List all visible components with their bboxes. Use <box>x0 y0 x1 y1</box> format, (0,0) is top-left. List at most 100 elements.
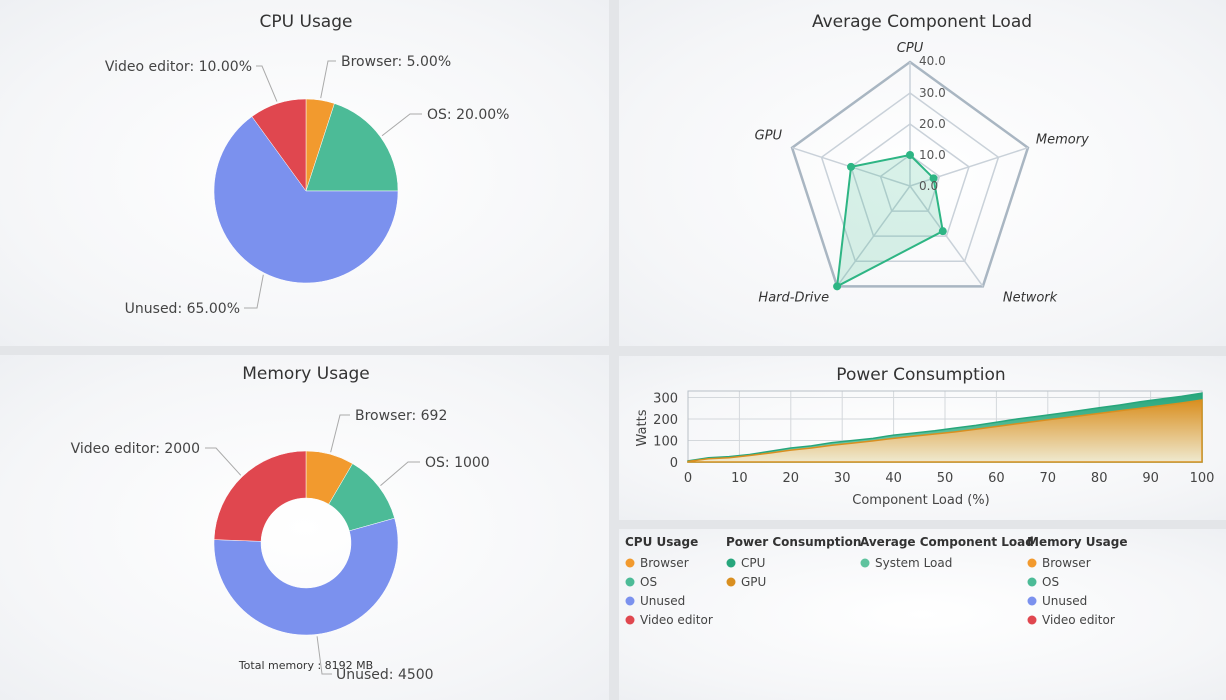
power-consumption-chart: Power Consumption 0 10 20 30 40 50 60 70 80 90 100… <box>635 365 1215 508</box>
legend-marker-memory-usage-browser[interactable] <box>1027 558 1037 568</box>
radar-axis-label-network: Network <box>1003 290 1058 305</box>
radar-ring-20 <box>850 123 970 237</box>
cpu-connector-video-editor <box>256 65 278 102</box>
power-x-tick: 20 <box>783 471 800 486</box>
power-x-tick: 30 <box>834 471 851 486</box>
power-y-tick: 100 <box>653 434 678 449</box>
legend-item-memory-usage-unused[interactable]: Unused <box>1042 594 1087 608</box>
radar-point-gpu[interactable] <box>847 162 856 171</box>
radar-series-system-load[interactable] <box>835 153 944 289</box>
cpu-label-browser: Browser: 5.00% <box>341 54 451 70</box>
power-y-tick: 200 <box>653 413 678 428</box>
legend-group-title-cpu-usage: CPU Usage <box>625 535 698 549</box>
radar-point-network[interactable] <box>938 227 947 236</box>
legend-item-power-consumption-gpu[interactable]: GPU <box>741 575 766 589</box>
cpu-slice-video-editor[interactable] <box>251 98 307 192</box>
mem-connector-browser <box>330 414 350 453</box>
power-x-axis-label: Component Load (%) <box>852 493 989 508</box>
power-x-tick: 60 <box>988 471 1005 486</box>
radar-axis-label-hard-drive: Hard-Drive <box>758 290 829 305</box>
avg-component-load-title: Average Component Load <box>812 12 1032 32</box>
legend-marker-memory-usage-unused[interactable] <box>1027 596 1037 606</box>
power-x-tick: 40 <box>885 471 902 486</box>
radar-axis-label-memory: Memory <box>1036 133 1089 148</box>
legend-item-memory-usage-os[interactable]: OS <box>1042 575 1059 589</box>
cpu-slice-os[interactable] <box>305 103 399 192</box>
mem-label-video-editor: Video editor: 2000 <box>71 441 200 457</box>
legend-marker-cpu-usage-os[interactable] <box>625 577 635 587</box>
power-y-tick: 0 <box>670 456 678 471</box>
radar-tick-label: 30.0 <box>919 86 946 100</box>
cpu-slice-unused[interactable] <box>213 116 399 284</box>
cpu-label-unused: Unused: 65.00% <box>125 301 240 317</box>
radar-axis-label-cpu: CPU <box>897 41 924 56</box>
power-x-tick: 70 <box>1040 471 1057 486</box>
legend-marker-memory-usage-os[interactable] <box>1027 577 1037 587</box>
radar-point-memory[interactable] <box>929 174 938 183</box>
power-x-tick: 0 <box>684 471 692 486</box>
mem-label-browser: Browser: 692 <box>355 408 447 424</box>
power-x-tick: 10 <box>731 471 748 486</box>
legend-marker-power-consumption-cpu[interactable] <box>726 558 736 568</box>
memory-usage-title: Memory Usage <box>242 364 370 384</box>
legend-item-cpu-usage-os[interactable]: OS <box>640 575 657 589</box>
cpu-connector-os <box>381 113 422 137</box>
total-memory-label: Total memory : 8192 MB <box>238 659 373 672</box>
legend-marker-cpu-usage-unused[interactable] <box>625 596 635 606</box>
mem-label-os: OS: 1000 <box>425 455 490 471</box>
mem-connector-os <box>380 461 420 487</box>
power-area-gpu[interactable] <box>687 399 1203 463</box>
cpu-usage-title: CPU Usage <box>260 12 353 32</box>
cpu-connector-unused <box>244 274 264 309</box>
avg-component-load-panel: Average Component Load 0.0 10.0 20.0 30.0 40… <box>619 0 1226 346</box>
mem-connector-unused <box>316 636 332 675</box>
cpu-connector-browser <box>320 60 336 99</box>
power-consumption-title: Power Consumption <box>836 365 1005 385</box>
power-y-tick: 300 <box>653 391 678 406</box>
radar-spoke-memory <box>909 146 1029 187</box>
power-x-tick: 80 <box>1091 471 1108 486</box>
mem-label-unused: Unused: 4500 <box>336 667 434 683</box>
mem-slice-video-editor[interactable] <box>213 450 307 542</box>
legend-group-title-power-consumption: Power Consumption <box>726 535 861 549</box>
cpu-usage-chart: CPU Usage Browser: 5.00% OS: 20.00% Unused… <box>105 12 510 317</box>
power-x-tick: 50 <box>937 471 954 486</box>
mem-connector-video-editor <box>205 447 242 476</box>
radar-ring-40 <box>790 60 1030 288</box>
radar-ring-30 <box>820 92 1000 262</box>
legend-marker-power-consumption-gpu[interactable] <box>726 577 736 587</box>
legend-item-power-consumption-cpu[interactable]: CPU <box>741 556 765 570</box>
radar-point-hard-drive[interactable] <box>833 282 842 291</box>
radar-spoke-network <box>909 185 984 287</box>
power-x-tick: 90 <box>1142 471 1159 486</box>
legend-item-memory-usage-browser[interactable]: Browser <box>1042 556 1091 570</box>
legend-marker-cpu-usage-video-editor[interactable] <box>625 615 635 625</box>
radar-tick-label: 10.0 <box>919 148 946 162</box>
radar-point-cpu[interactable] <box>906 151 914 159</box>
radar-tick-label: 20.0 <box>919 117 946 131</box>
radar-spoke-hard-drive <box>836 185 911 287</box>
legend-item-cpu-usage-video-editor[interactable]: Video editor <box>640 613 713 627</box>
legend-marker-cpu-usage-browser[interactable] <box>625 558 635 568</box>
legend-item-cpu-usage-browser[interactable]: Browser <box>640 556 689 570</box>
radar-tick-label: 40.0 <box>919 54 946 68</box>
cpu-label-os: OS: 20.00% <box>427 107 509 123</box>
legend-item-memory-usage-video-editor[interactable]: Video editor <box>1042 613 1115 627</box>
cpu-label-video-editor: Video editor: 10.00% <box>105 59 252 75</box>
radar-axis-label-gpu: GPU <box>755 129 783 144</box>
power-consumption-panel: Power Consumption 0 10 20 30 40 50 60 70 80 90 100… <box>619 356 1226 520</box>
legend-marker-average-component-load-system-load[interactable] <box>860 558 870 568</box>
radar-tick-label: 0.0 <box>919 179 938 193</box>
power-y-axis-label: Watts <box>635 409 650 446</box>
legend-marker-memory-usage-video-editor[interactable] <box>1027 615 1037 625</box>
legend-item-average-component-load-system-load[interactable]: System Load <box>875 556 952 570</box>
avg-component-load-chart: Average Component Load 0.0 10.0 20.0 30.0 40… <box>755 12 1089 305</box>
power-x-tick: 100 <box>1190 471 1215 486</box>
legend-group-title-memory-usage: Memory Usage <box>1027 535 1127 549</box>
radar-ring-10 <box>879 154 941 212</box>
legend-group-title-average-component-load: Average Component Load <box>860 535 1034 549</box>
legend-item-cpu-usage-unused[interactable]: Unused <box>640 594 685 608</box>
